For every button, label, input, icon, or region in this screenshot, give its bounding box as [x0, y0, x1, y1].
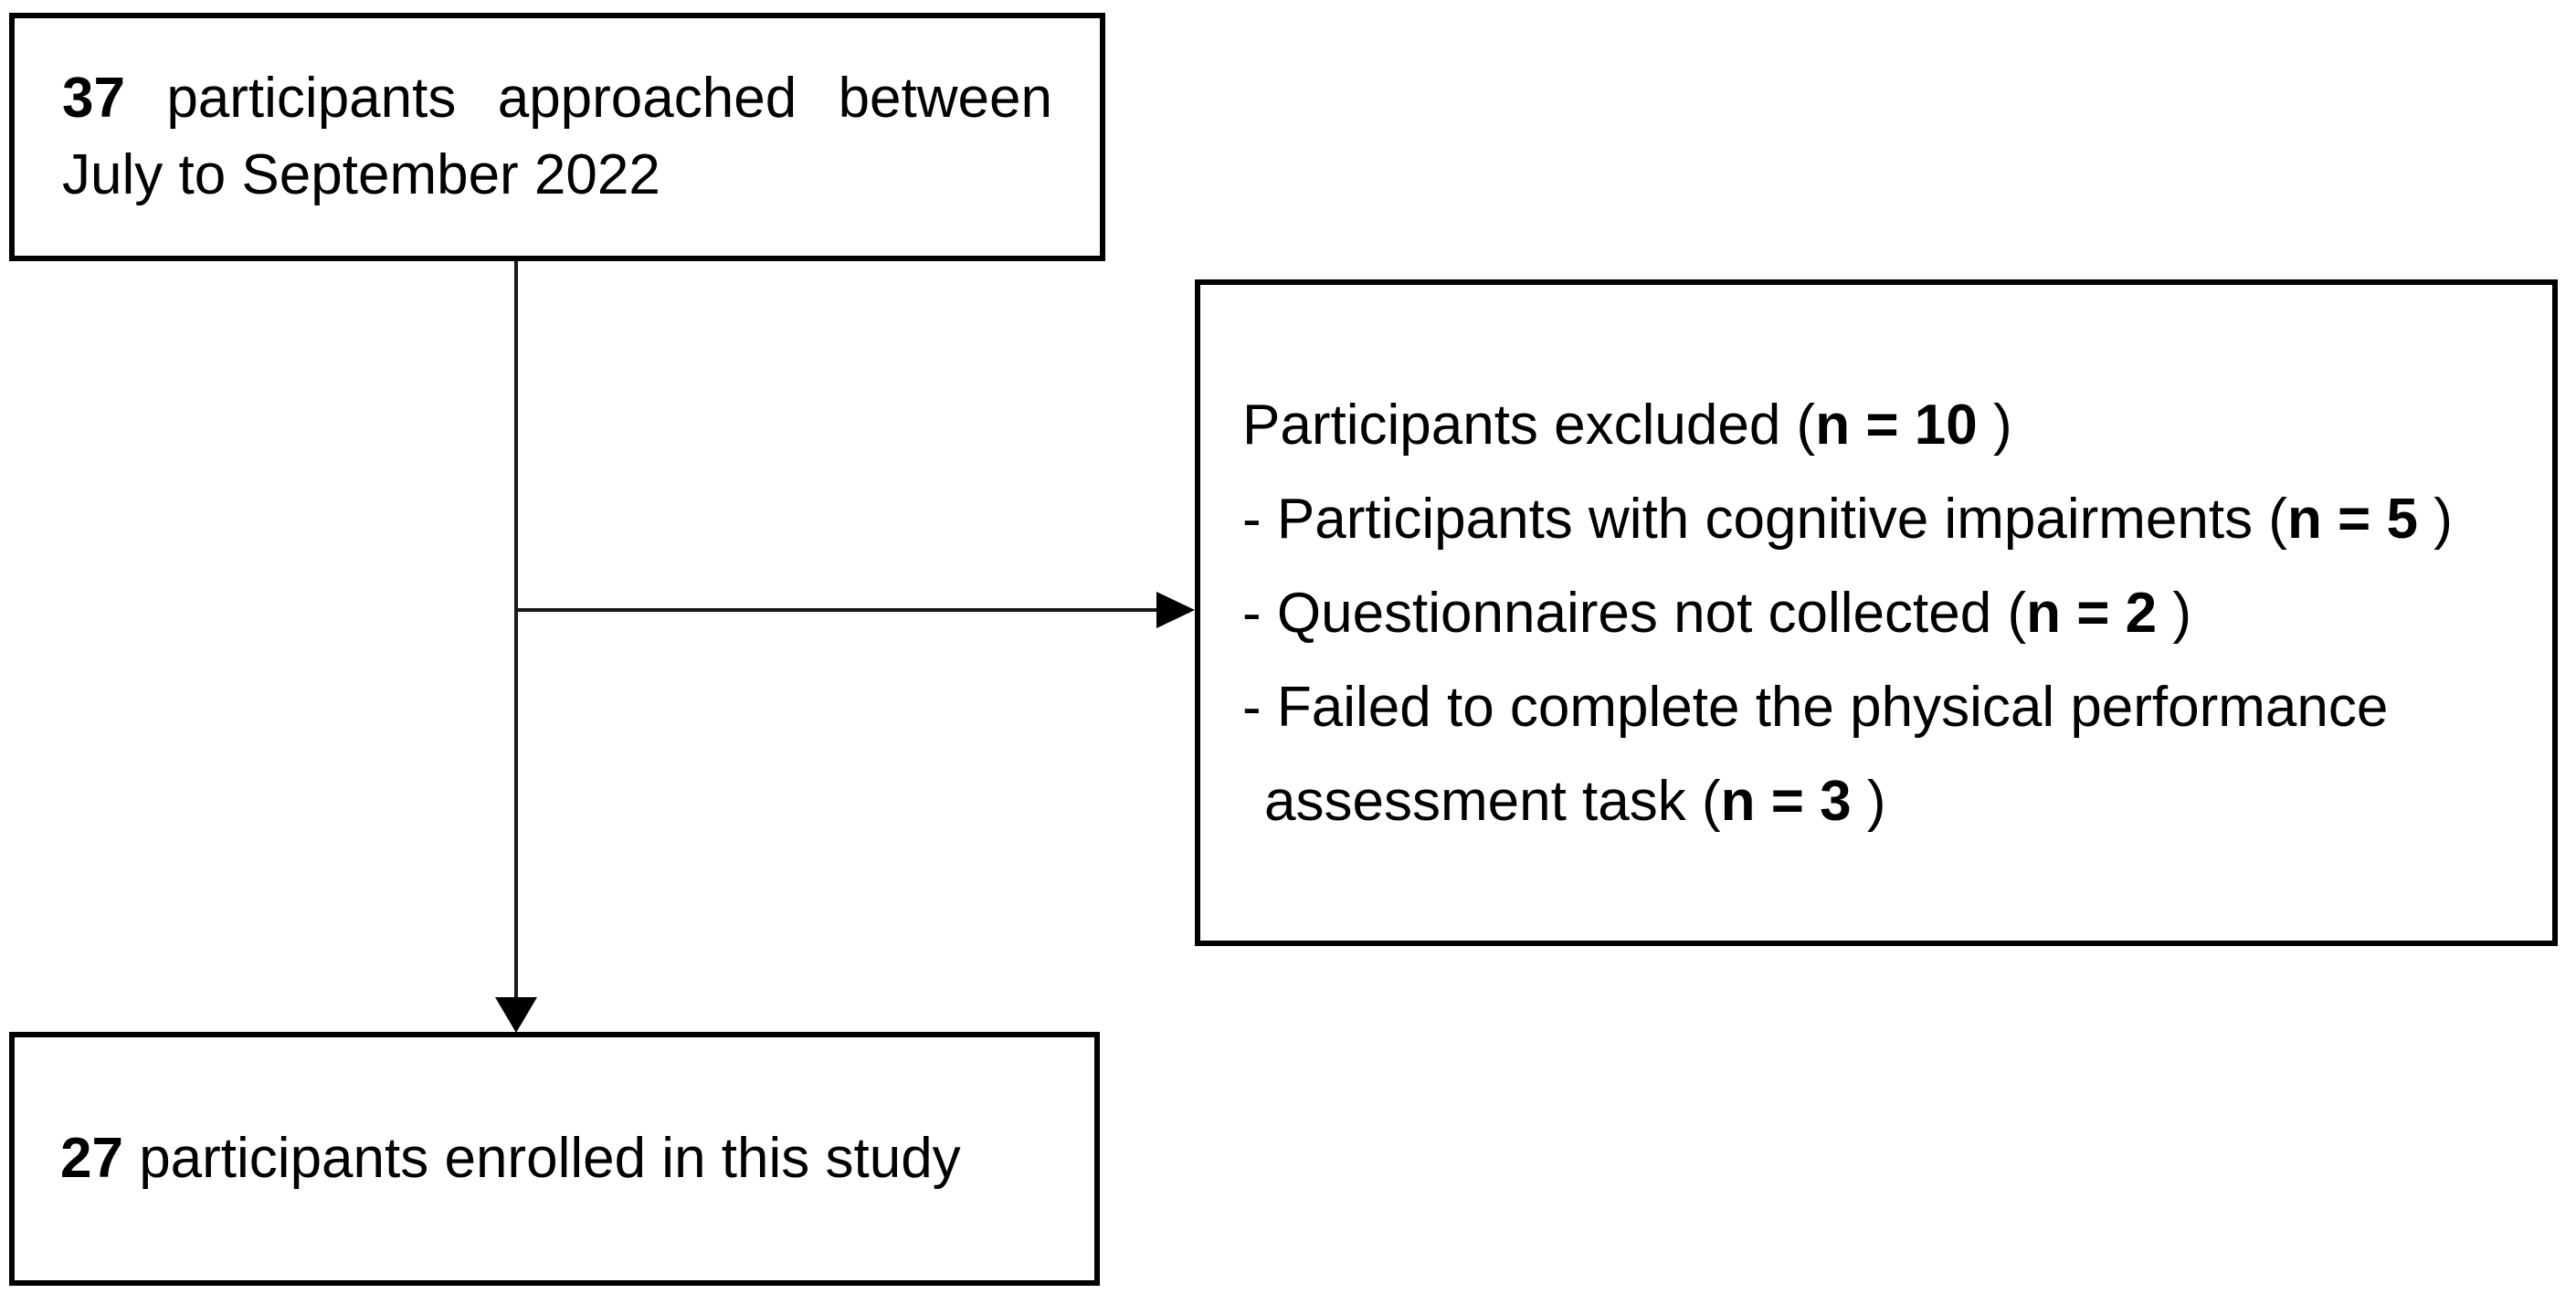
- excluded-header-n: n = 10: [1815, 393, 1978, 457]
- excluded-header: Participants excluded (n = 10 ): [1242, 378, 2516, 472]
- flow-line-vertical: [514, 261, 518, 997]
- excluded-header-text: Participants excluded (: [1242, 393, 1816, 457]
- enrolled-count: 27: [60, 1127, 123, 1190]
- excluded-reason-questionnaires: - Questionnaires not collected (n = 2 ): [1242, 566, 2516, 660]
- flow-line-horizontal: [516, 608, 1157, 612]
- excluded-reason-failed-text: - Failed to complete the physical perfor…: [1242, 675, 2389, 739]
- excluded-reason-cognitive: - Participants with cognitive impairment…: [1242, 472, 2516, 566]
- enrolled-line: 27 participants enrolled in this study: [60, 1120, 1049, 1197]
- excluded-reason-questionnaires-close: ): [2157, 581, 2191, 645]
- excluded-reason-failed-line1: - Failed to complete the physical perfor…: [1242, 660, 2516, 754]
- excluded-reason-failed-line2: assessment task (n = 3 ): [1242, 754, 2516, 848]
- enrolled-text: participants enrolled in this study: [122, 1127, 961, 1190]
- excluded-reason-cognitive-text: - Participants with cognitive impairment…: [1242, 487, 2287, 551]
- excluded-reason-questionnaires-text: - Questionnaires not collected (: [1242, 581, 2027, 645]
- excluded-reason-failed-n: n = 3: [1720, 769, 1852, 833]
- approached-word-approached: approached: [497, 67, 797, 130]
- excluded-reason-failed-close: ): [1851, 769, 1886, 833]
- excluded-reason-cognitive-close: ): [2417, 487, 2453, 551]
- approached-line1: 37 participants approached between: [62, 60, 1052, 137]
- excluded-reason-cognitive-n: n = 5: [2286, 487, 2418, 551]
- approached-box: 37 participants approached between July …: [9, 13, 1105, 261]
- approached-count: 37: [62, 67, 125, 130]
- approached-line2: July to September 2022: [62, 143, 660, 206]
- approached-word-participants: participants: [166, 67, 457, 130]
- enrolled-box: 27 participants enrolled in this study: [9, 1032, 1100, 1286]
- excluded-reason-failed-cont-text: assessment task (: [1264, 769, 1721, 833]
- approached-word-between: between: [838, 67, 1052, 130]
- excluded-reason-questionnaires-n: n = 2: [2026, 581, 2158, 645]
- excluded-header-close: ): [1977, 393, 2012, 457]
- arrowhead-down-icon: [495, 997, 537, 1033]
- arrowhead-right-icon: [1156, 592, 1195, 628]
- excluded-box: Participants excluded (n = 10 ) - Partic…: [1195, 279, 2558, 946]
